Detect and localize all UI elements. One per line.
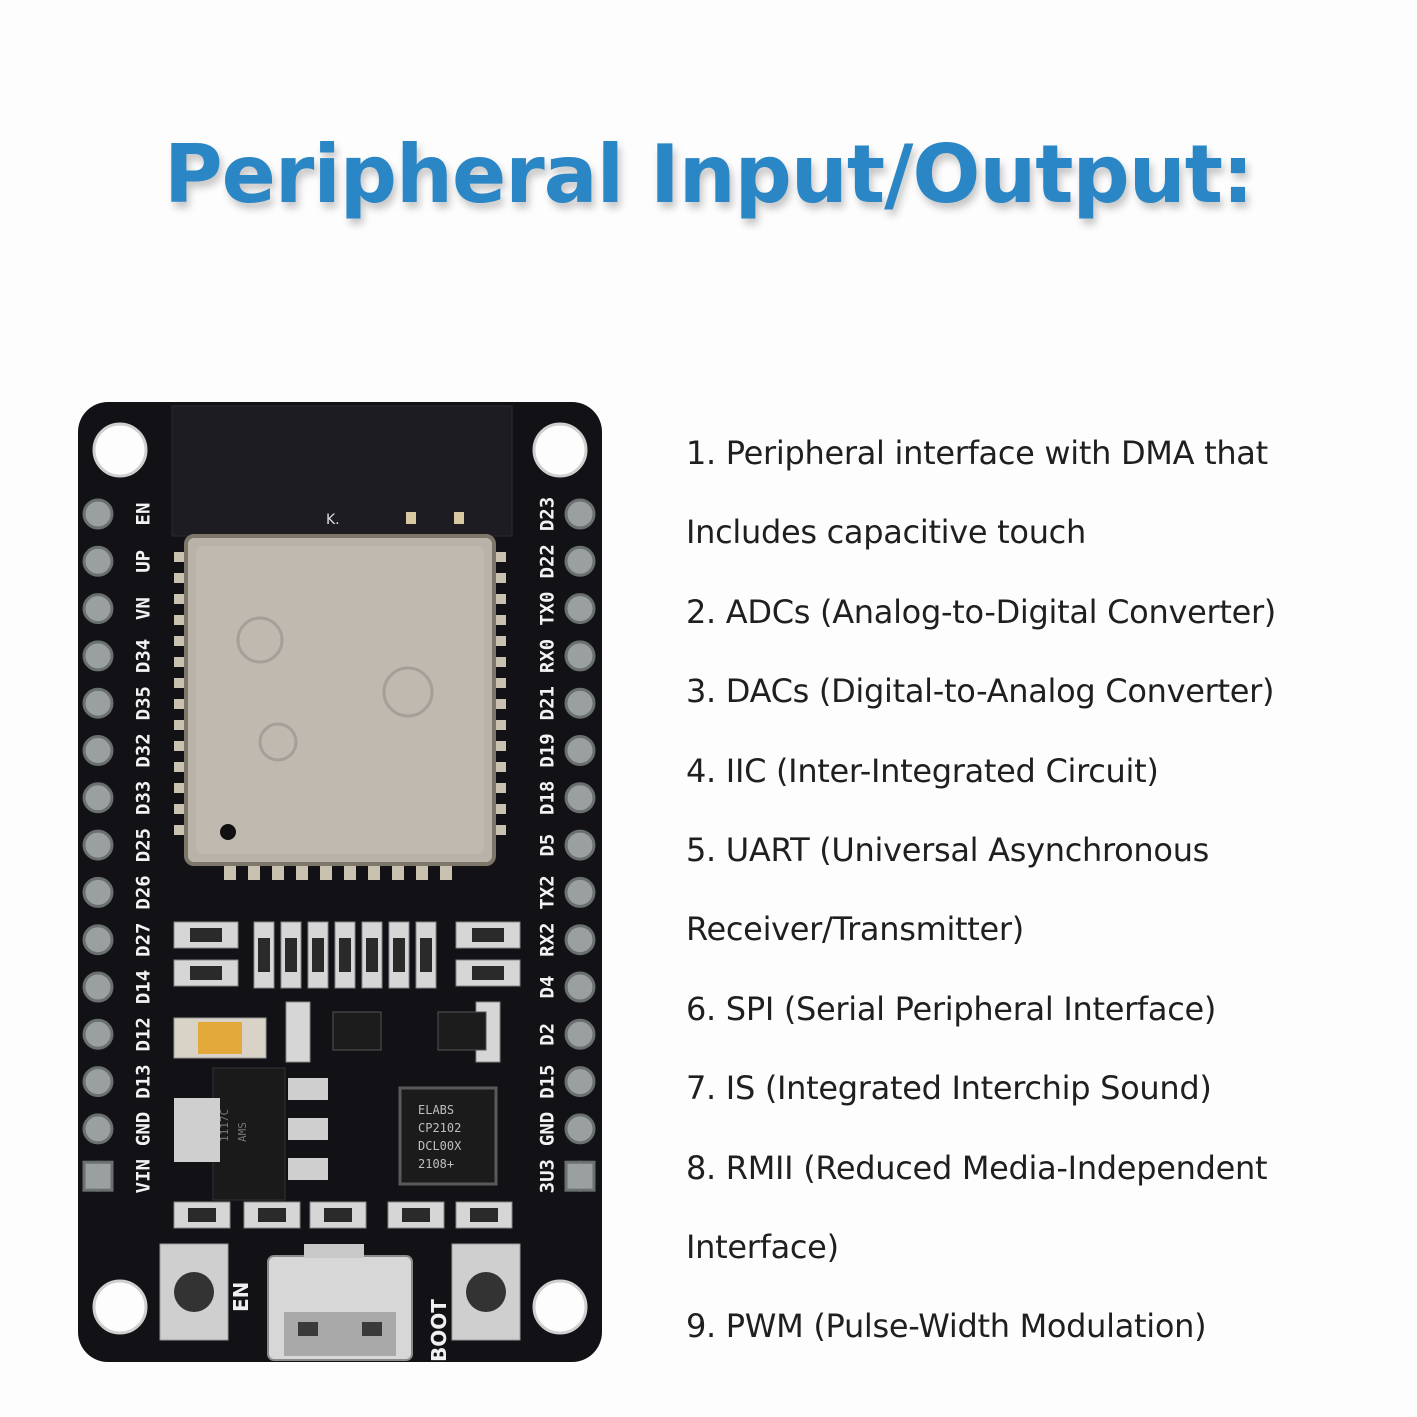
- feature-line: Interface): [686, 1227, 839, 1266]
- header-pin: [564, 971, 596, 1003]
- header-pin: [82, 924, 114, 956]
- pin-label-right: D5: [537, 834, 559, 857]
- mounting-hole: [92, 1279, 148, 1335]
- pin-label-right: GND: [537, 1112, 559, 1146]
- header-pin: [564, 1066, 596, 1098]
- smd-components: [173, 921, 521, 1229]
- pin-label-left: D32: [133, 733, 155, 767]
- pin-label-left: D14: [133, 970, 155, 1004]
- header-pin: [564, 640, 596, 672]
- pin-label-right: D18: [537, 781, 559, 815]
- pin-label-right: TX2: [537, 875, 559, 909]
- header-pin: [82, 545, 114, 577]
- page-title: Peripheral Input/Output:: [163, 128, 1254, 221]
- feature-line: 1. Peripheral interface with DMA that: [686, 434, 1268, 472]
- feature-line: 4. IIC (Inter-Integrated Circuit): [686, 751, 1159, 790]
- feature-line: Receiver/Transmitter): [686, 910, 1024, 949]
- pin-label-right: D2: [537, 1023, 559, 1046]
- feature-line: 2. ADCs (Analog-to-Digital Converter): [686, 592, 1276, 631]
- header-pin: [82, 498, 114, 530]
- chip-line: ELABS: [418, 1103, 454, 1117]
- header-pin: [82, 640, 114, 672]
- esp32-dev-board: K. 1117C AMS ELABS CP2102 DCL00X 2108+: [78, 402, 602, 1362]
- regulator-text-2: AMS: [236, 1122, 249, 1142]
- feature-line: 8. RMII (Reduced Media-Independent: [686, 1148, 1268, 1187]
- pin-label-right: D23: [537, 497, 559, 531]
- micro-usb-port[interactable]: [267, 1244, 413, 1361]
- pin-label-right: D21: [537, 686, 559, 720]
- header-pin: [82, 829, 114, 861]
- header-pin: [564, 1018, 596, 1050]
- header-pin: [564, 876, 596, 908]
- mounting-hole: [92, 422, 148, 478]
- header-pin: [564, 829, 596, 861]
- header-pin: [564, 782, 596, 814]
- header-pin: [82, 1018, 114, 1050]
- pin-label-left: VIN: [133, 1159, 155, 1193]
- mounting-hole: [532, 422, 588, 478]
- header-pin: [564, 498, 596, 530]
- pin-label-right: TX0: [537, 591, 559, 625]
- chip-line: DCL00X: [418, 1139, 462, 1153]
- header-pin: [82, 735, 114, 766]
- boot-label: BOOT: [427, 1299, 451, 1362]
- mounting-hole: [532, 1279, 588, 1335]
- header-pin: [82, 687, 114, 719]
- header-pin: [564, 1113, 596, 1145]
- pin-label-left: D34: [133, 639, 155, 673]
- boot-button[interactable]: [451, 1243, 521, 1341]
- header-pin: [564, 924, 596, 956]
- chip-line: 2108+: [418, 1157, 454, 1171]
- header-pin: [82, 1066, 114, 1098]
- header-pin: [82, 1113, 114, 1145]
- pin-label-right: RX0: [537, 639, 559, 673]
- usb-uart-chip: ELABS CP2102 DCL00X 2108+: [398, 1086, 498, 1186]
- header-pin: [82, 971, 114, 1003]
- feature-line: 3. DACs (Digital-to-Analog Converter): [686, 672, 1275, 711]
- pin-label-left: D27: [133, 923, 155, 957]
- en-button[interactable]: [159, 1243, 229, 1341]
- voltage-regulator: 1117C AMS: [174, 1067, 328, 1201]
- en-label: EN: [229, 1282, 253, 1312]
- feature-line: 6. SPI (Serial Peripheral Interface): [686, 989, 1217, 1028]
- header-pin: [564, 593, 596, 625]
- pin-label-left: D12: [133, 1017, 155, 1051]
- chip-line: CP2102: [418, 1121, 461, 1135]
- header-pin: [564, 687, 596, 719]
- pin-label-right: RX2: [537, 923, 559, 957]
- header-pin: [82, 782, 114, 814]
- feature-line: 5. UART (Universal Asynchronous: [686, 830, 1210, 869]
- feature-line: 9. PWM (Pulse-Width Modulation): [686, 1307, 1207, 1346]
- pin-label-right: D4: [537, 976, 559, 999]
- pin-label-left: D26: [133, 875, 155, 909]
- header-pin: [82, 593, 114, 625]
- pin1-dot: [220, 824, 236, 840]
- header-pin: [564, 735, 596, 766]
- pin-label-right: 3U3: [537, 1159, 559, 1193]
- header-pin: [564, 545, 596, 577]
- pin-label-left: D25: [133, 828, 155, 862]
- header-pin: [82, 876, 114, 908]
- pin-label-left: D13: [133, 1064, 155, 1098]
- pin-label-left: D33: [133, 781, 155, 815]
- pin-label-right: D19: [537, 733, 559, 767]
- pin-label-left: D35: [133, 686, 155, 720]
- pin-label-left: VN: [133, 597, 155, 620]
- feature-line: Includes capacitive touch: [686, 513, 1086, 552]
- pin-label-left: EN: [133, 503, 155, 526]
- regulator-text-1: 1117C: [218, 1109, 231, 1142]
- pin-label-left: UP: [133, 550, 155, 573]
- pin-label-right: D22: [537, 544, 559, 578]
- pin-label-left: GND: [133, 1112, 155, 1146]
- feature-line: 7. IS (Integrated Interchip Sound): [686, 1069, 1212, 1108]
- pin-label-right: D15: [537, 1064, 559, 1098]
- antenna-mark: K.: [326, 512, 340, 528]
